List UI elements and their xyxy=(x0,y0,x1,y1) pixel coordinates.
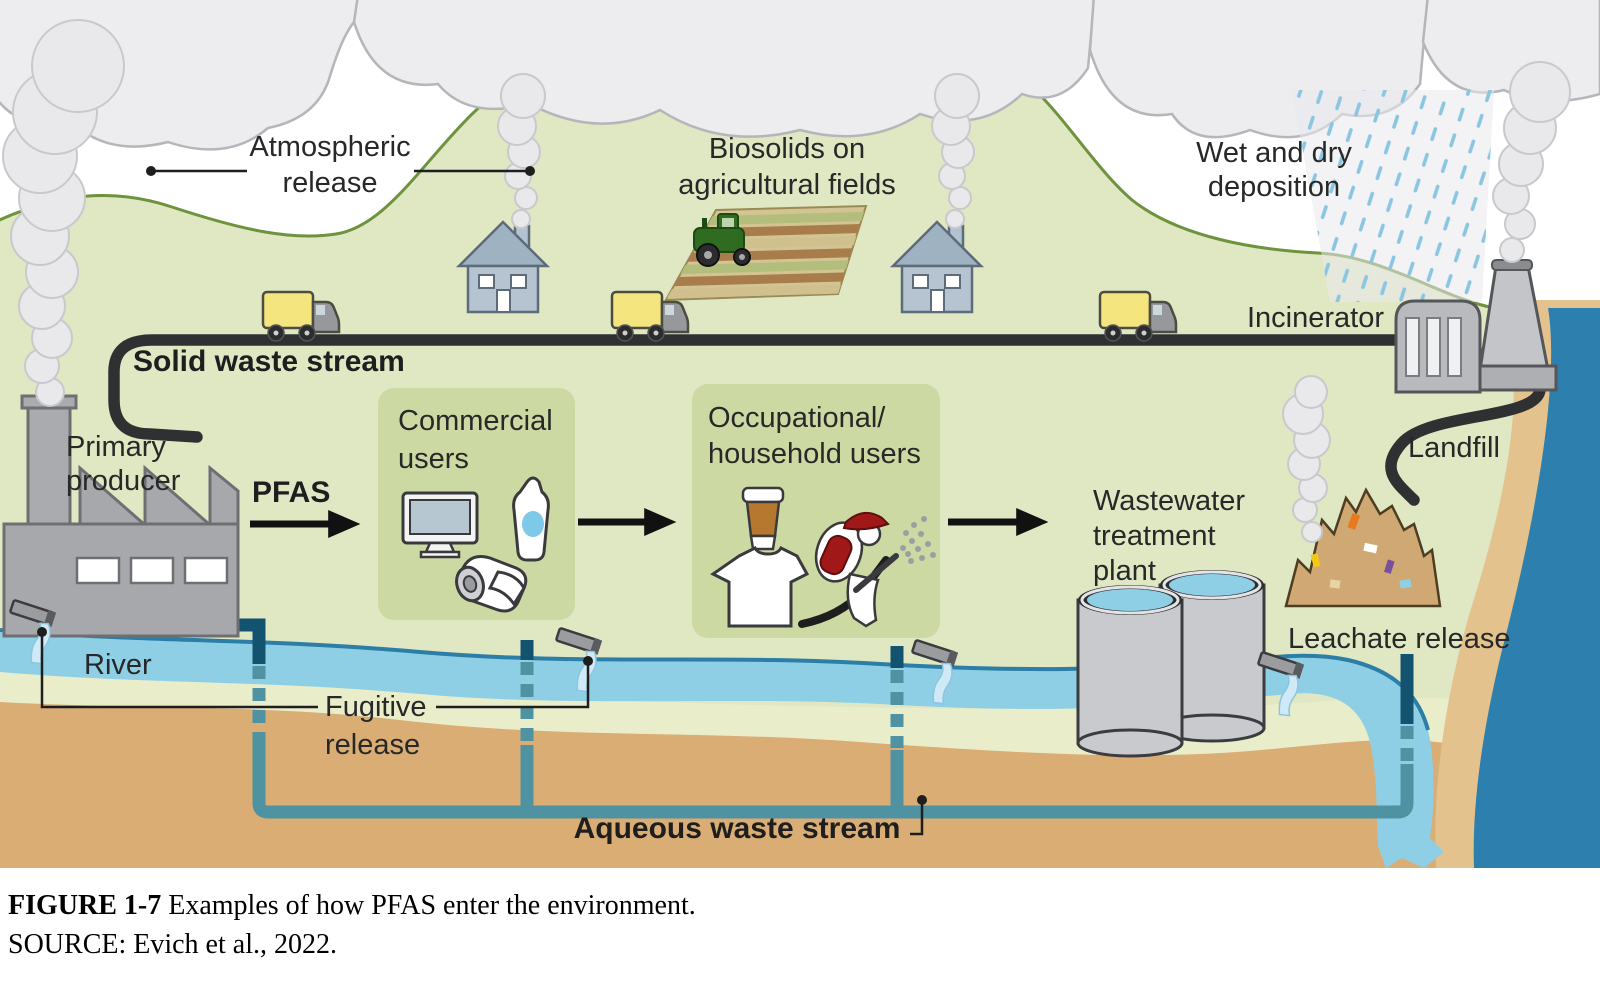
label-commercial-users-line2: users xyxy=(398,443,469,475)
pipe-main-horizontal xyxy=(252,742,1414,819)
house-icon xyxy=(455,220,551,314)
house-icon xyxy=(889,220,985,314)
solid-waste-road xyxy=(108,334,1400,443)
monitor-icon xyxy=(401,491,479,559)
rain-icon xyxy=(1292,90,1494,302)
label-wastewater-line1: Wastewater xyxy=(1093,485,1245,517)
atmospheric-release-leader xyxy=(146,166,535,176)
incinerator-icon xyxy=(1394,259,1558,394)
figure-caption: FIGURE 1-7 Examples of how PFAS enter th… xyxy=(0,868,1600,981)
label-wet-dry-deposition-line1: Wet and dry xyxy=(1196,137,1352,169)
label-incinerator: Incinerator xyxy=(1247,302,1384,334)
label-occupational-users-line2: household users xyxy=(708,438,921,470)
rain-shaft xyxy=(1292,90,1494,302)
figure-source: SOURCE: Evich et al., 2022. xyxy=(8,929,337,961)
outfall-wwtp-icon xyxy=(1257,651,1305,717)
figure-title: Examples of how PFAS enter the environme… xyxy=(168,890,696,921)
spray-droplets xyxy=(900,516,936,564)
landfill-mound-icon xyxy=(1284,487,1442,608)
label-atmospheric-release-line2: release xyxy=(282,167,377,199)
label-fugitive-release-line2: release xyxy=(325,729,420,761)
fugitive-release-leader xyxy=(37,627,593,709)
factory-window xyxy=(129,556,175,585)
smoke-plume-house-icon xyxy=(931,73,980,229)
label-primary-producer-line2: producer xyxy=(66,465,181,497)
river-top-edge xyxy=(0,628,1430,731)
outfall-occupational-icon xyxy=(911,639,959,705)
label-aqueous-waste-stream: Aqueous waste stream xyxy=(574,812,901,845)
tractor-icon xyxy=(693,213,751,267)
trash-fleck xyxy=(1383,559,1395,574)
label-wastewater-line2: treatment xyxy=(1093,520,1216,552)
smoke-plumes xyxy=(2,19,1571,543)
label-solid-waste-stream: Solid waste stream xyxy=(133,345,405,378)
detergent-bottle-icon xyxy=(512,476,550,562)
figure-caption-line1: FIGURE 1-7 Examples of how PFAS enter th… xyxy=(8,886,1600,925)
label-primary-producer-line1: Primary xyxy=(66,431,166,463)
trash-fleck xyxy=(1363,542,1378,554)
soil-shape xyxy=(0,702,1600,868)
truck-icon xyxy=(261,290,341,342)
trash-fleck xyxy=(1399,579,1412,589)
smoke-plume-incinerator-icon xyxy=(1492,61,1571,263)
smoke-plume-landfill-icon xyxy=(1282,375,1331,543)
pipe-dashed-segments xyxy=(252,662,1414,766)
aqueous-pipe-network xyxy=(236,618,1414,819)
pfas-environment-diagram: Atmospheric release Biosolids on agricul… xyxy=(0,0,1600,868)
label-commercial-users-line1: Commercial xyxy=(398,405,553,437)
label-wet-dry-deposition-line2: deposition xyxy=(1208,171,1340,203)
label-river: River xyxy=(84,649,152,681)
label-pfas: PFAS xyxy=(252,476,330,509)
truck-icon xyxy=(1098,290,1178,342)
smoke-plume-factory-icon xyxy=(2,19,125,407)
label-biosolids-line2: agricultural fields xyxy=(678,169,896,201)
pipe-dark-factory-elbow xyxy=(236,618,266,664)
pipe-dark-segments xyxy=(236,618,1414,724)
figure-number: FIGURE 1-7 xyxy=(8,890,162,921)
tshirt-icon xyxy=(710,545,810,628)
trash-fleck xyxy=(1310,553,1321,568)
truck-icon xyxy=(610,290,690,342)
label-fugitive-release-line1: Fugitive xyxy=(325,691,427,723)
trash-fleck xyxy=(1347,513,1361,530)
aqueous-waste-stream-connector xyxy=(910,795,927,836)
trash-fleck xyxy=(1329,579,1341,589)
factory-window xyxy=(183,556,229,585)
coffee-cup-icon xyxy=(741,486,785,551)
label-atmospheric-release-line1: Atmospheric xyxy=(249,131,410,163)
firefighter-icon xyxy=(798,511,936,628)
smoke-plume-house-icon xyxy=(497,73,546,229)
factory-window xyxy=(75,556,121,585)
label-leachate-release: Leachate release xyxy=(1288,623,1511,655)
paper-roll-icon xyxy=(455,555,528,613)
factory-chimney xyxy=(26,402,72,532)
label-landfill: Landfill xyxy=(1408,432,1500,464)
label-biosolids-line1: Biosolids on xyxy=(709,133,865,165)
label-wastewater-line3: plant xyxy=(1093,555,1156,587)
label-occupational-users-line1: Occupational/ xyxy=(708,402,886,434)
ocean-shape xyxy=(1473,308,1600,868)
wwtp-tank-icon xyxy=(1076,585,1184,758)
